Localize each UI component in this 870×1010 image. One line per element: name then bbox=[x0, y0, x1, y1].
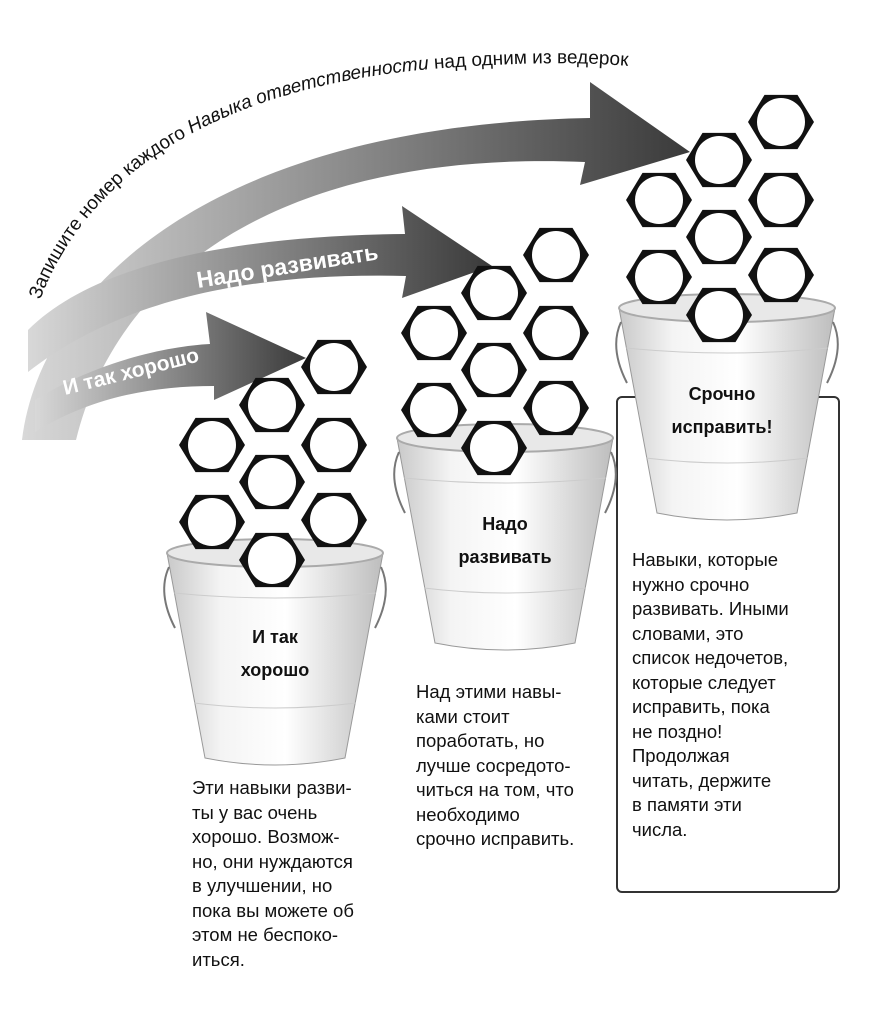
hex-nut-icon bbox=[686, 132, 752, 188]
description-line: читать, держите bbox=[632, 769, 772, 791]
description-line: нужно срочно bbox=[632, 573, 750, 595]
arrow-urgent bbox=[22, 82, 690, 440]
hex-nut-icon bbox=[239, 377, 305, 433]
title-part-3: над одним из ведерок bbox=[428, 47, 630, 74]
arrow-develop bbox=[28, 206, 492, 372]
bucket-label-line: Надо bbox=[482, 514, 527, 534]
hex-nut-icon bbox=[179, 494, 245, 550]
description-line: поработать, но bbox=[416, 730, 545, 751]
description-line: лучше сосредото- bbox=[416, 754, 571, 776]
hex-nut-icon bbox=[179, 417, 245, 473]
bucket-label-line: И так bbox=[252, 627, 299, 647]
description-line: Навыки, которые bbox=[632, 549, 779, 570]
hex-nut-icon bbox=[626, 172, 692, 228]
description-line: Продолжая bbox=[632, 745, 730, 766]
hex-nut-icon bbox=[301, 492, 367, 548]
hex-nut-icon bbox=[461, 265, 527, 321]
hex-nut-icon bbox=[239, 532, 305, 588]
description-line: исправить, пока bbox=[632, 696, 770, 717]
arrow-good bbox=[35, 312, 306, 432]
hex-nut-icon bbox=[686, 209, 752, 265]
hex-nut-icon bbox=[301, 339, 367, 395]
description-line: иться. bbox=[192, 948, 245, 970]
description-line: читься на том, что bbox=[416, 779, 574, 800]
hex-nut-icon bbox=[401, 305, 467, 361]
description-line: словами, это bbox=[632, 622, 744, 644]
bucket-label-line: развивать bbox=[458, 547, 551, 567]
description-line: ками стоит bbox=[416, 705, 510, 727]
bucket-label-line: Срочно bbox=[689, 384, 756, 404]
description-line: хорошо. Возмож- bbox=[192, 826, 340, 847]
description-line: не поздно! bbox=[632, 720, 723, 742]
description-urgent: Навыки, которые нужно срочно развивать. Ин… bbox=[632, 548, 789, 842]
description-develop: Над этими навы-ками стоит поработать, но л… bbox=[416, 680, 574, 852]
hex-nut-icon bbox=[748, 247, 814, 303]
description-line: список недочетов, bbox=[632, 647, 789, 668]
hex-nut-icon bbox=[301, 417, 367, 473]
description-line: в памяти эти bbox=[632, 794, 742, 815]
description-line: числа. bbox=[632, 818, 688, 840]
description-line: ты у вас очень bbox=[192, 801, 318, 823]
hex-nut-icon bbox=[748, 172, 814, 228]
hex-nut-icon bbox=[686, 287, 752, 343]
hex-nut-icon bbox=[401, 382, 467, 438]
hex-nut-icon bbox=[626, 249, 692, 305]
description-line: развивать. Иными bbox=[632, 598, 789, 619]
hex-nut-icon bbox=[523, 305, 589, 361]
hex-nut-icon bbox=[523, 227, 589, 283]
description-line: но, они нуждаются bbox=[192, 850, 353, 872]
description-line: в улучшении, но bbox=[192, 875, 333, 896]
bucket-label-line: исправить! bbox=[672, 417, 773, 437]
hex-nut-icon bbox=[461, 342, 527, 398]
hex-nut-icon bbox=[523, 380, 589, 436]
description-line: которые следует bbox=[632, 671, 776, 693]
bucket-label-line: хорошо bbox=[241, 660, 310, 680]
description-line: необходимо bbox=[416, 803, 520, 825]
hex-nut-icon bbox=[239, 454, 305, 510]
description-line: пока вы можете об bbox=[192, 899, 354, 921]
description-line: срочно исправить. bbox=[416, 828, 575, 849]
hex-nut-icon bbox=[748, 94, 814, 150]
description-line: Эти навыки разви- bbox=[192, 777, 352, 798]
description-good: Эти навыки разви-ты у вас очень хорошо. В… bbox=[192, 776, 354, 972]
hex-nut-icon bbox=[461, 420, 527, 476]
description-line: этом не беспоко- bbox=[192, 924, 339, 945]
description-line: Над этими навы- bbox=[416, 681, 562, 702]
